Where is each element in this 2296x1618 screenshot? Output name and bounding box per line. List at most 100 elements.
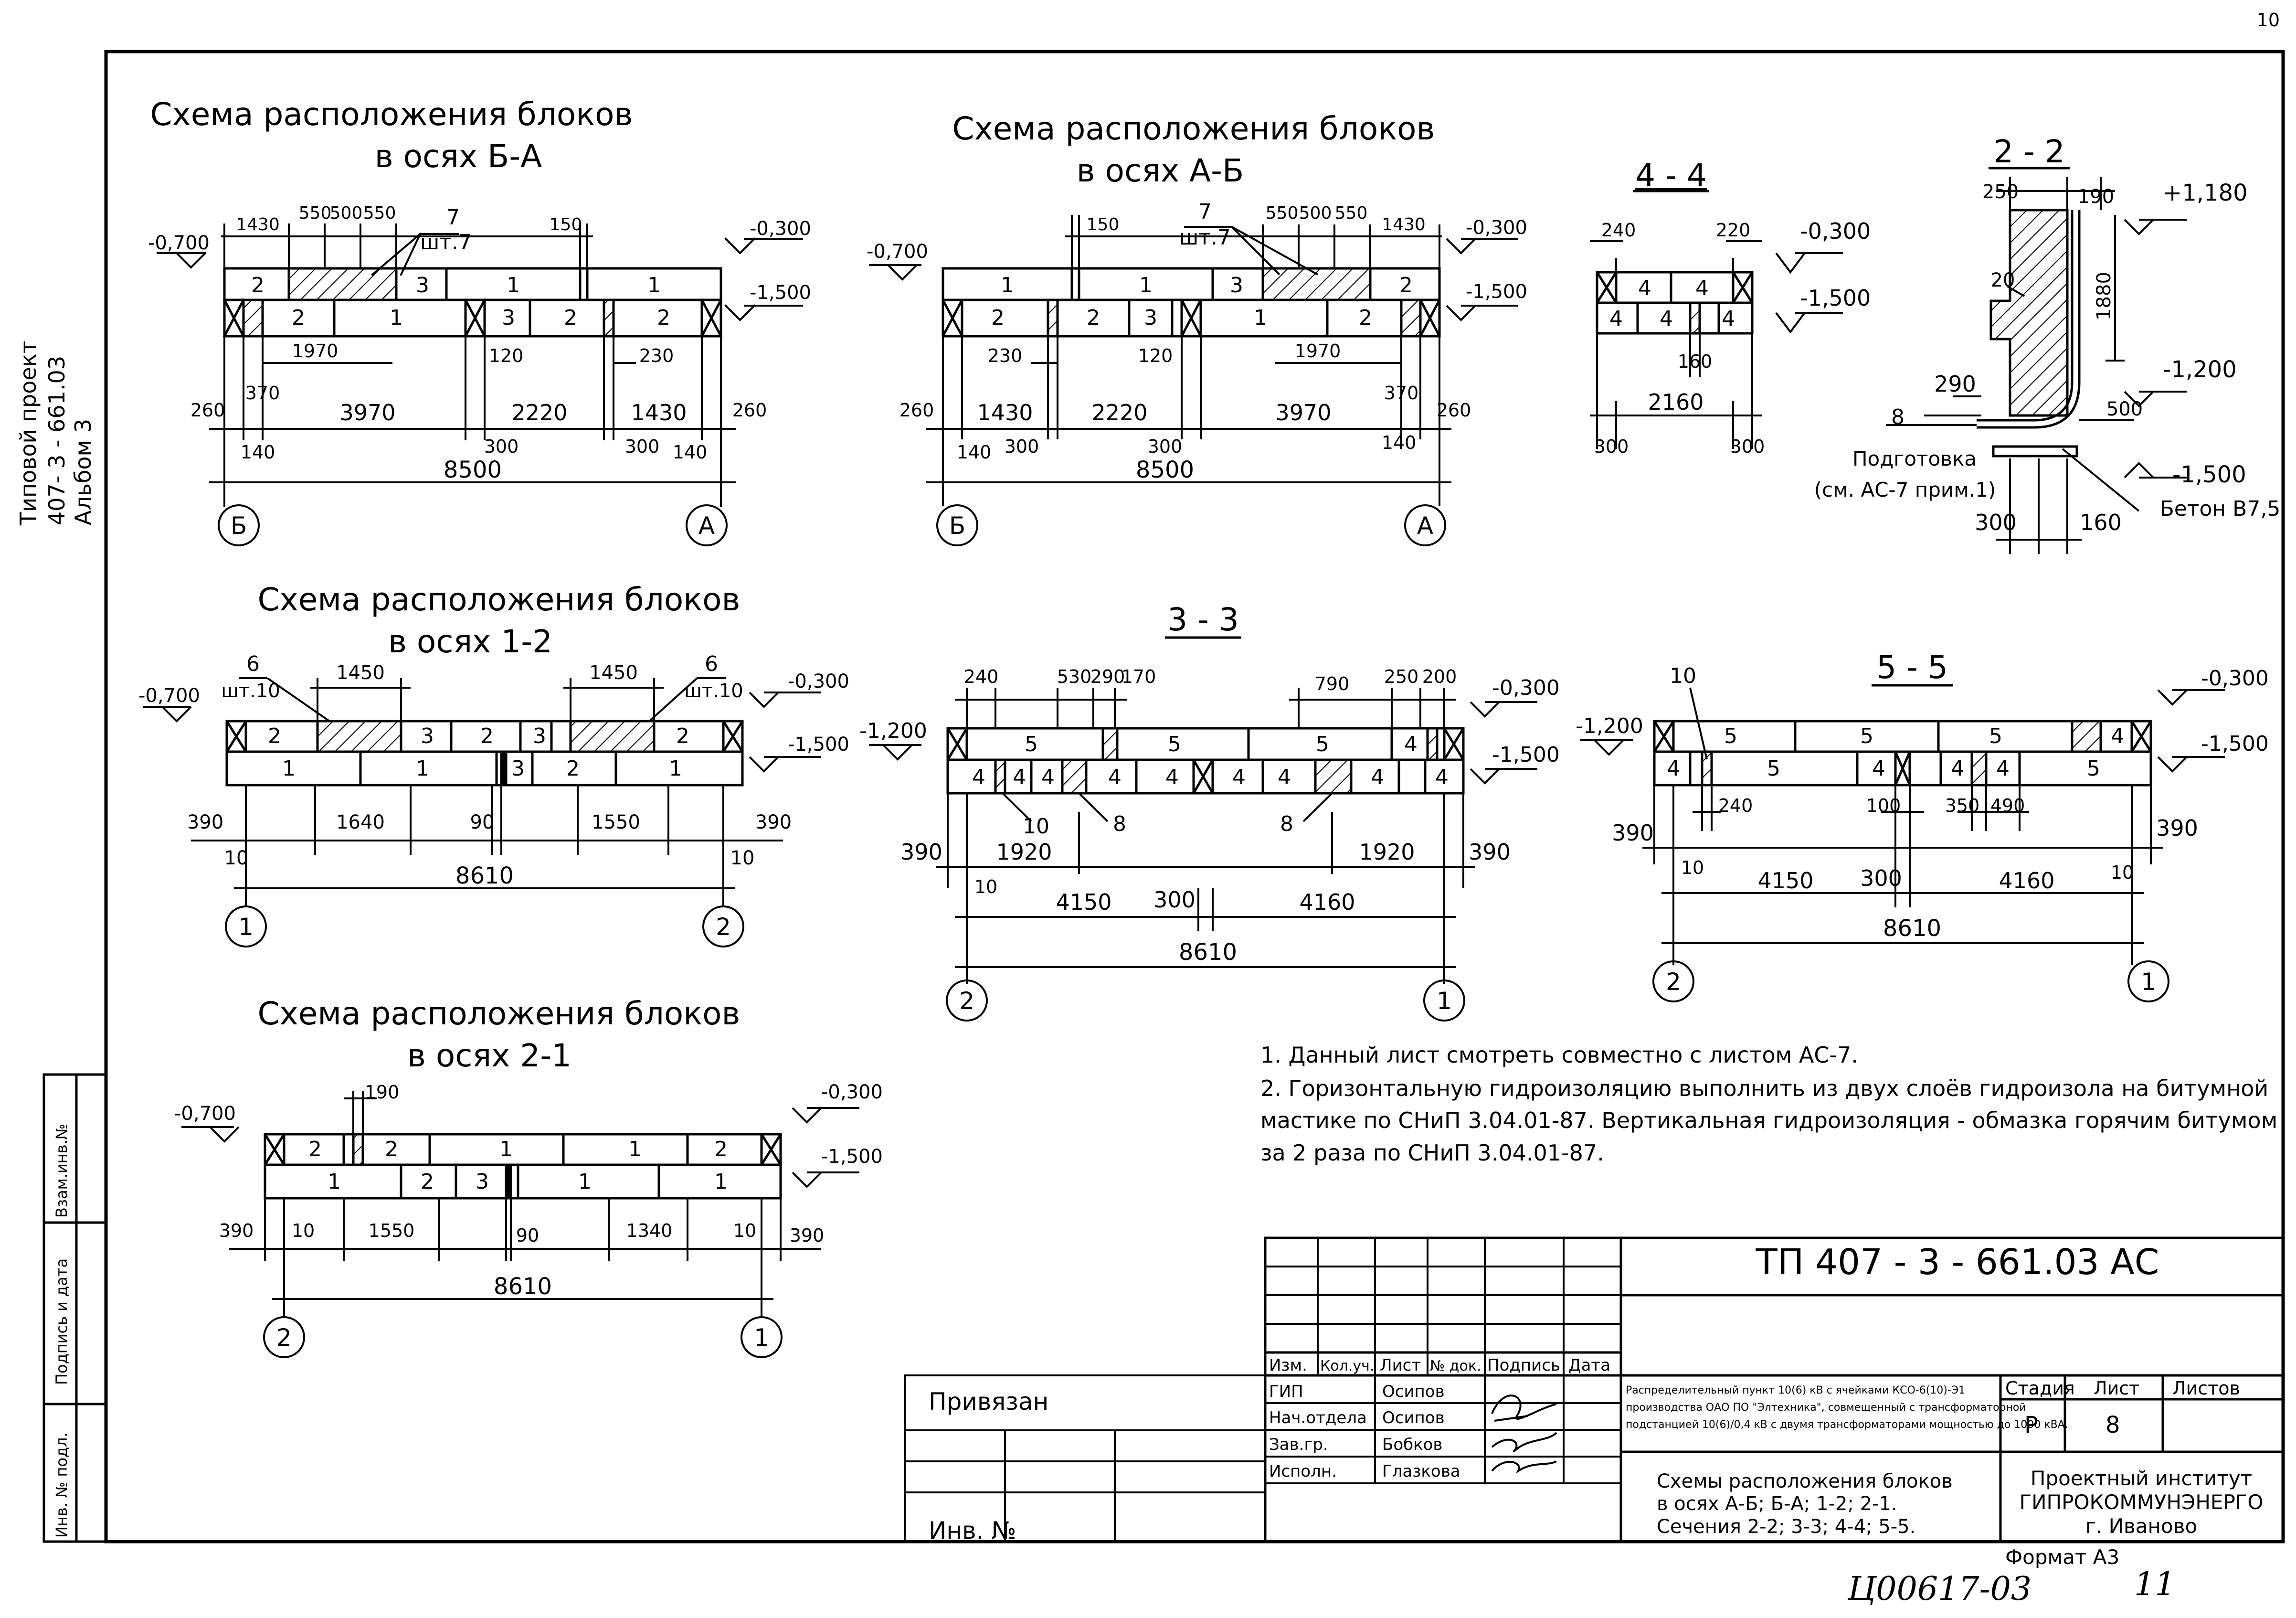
scheme-ab-title1: Схема расположения блоков <box>952 110 1435 147</box>
handwritten-num: 11 <box>2134 1565 2176 1603</box>
ab-r2-b3: 3 <box>1144 306 1157 330</box>
r12-axis-right: 2 <box>716 913 731 941</box>
ab-r1-b3: 3 <box>1230 273 1243 298</box>
s33-dim-t7: 200 <box>1422 666 1457 687</box>
s33-r2-b7: 4 <box>1278 765 1291 789</box>
ab-r2-b2: 2 <box>1087 306 1100 330</box>
s33-dim-t5: 790 <box>1315 673 1350 694</box>
signatures <box>1491 1394 1557 1474</box>
sec44-dim-300b: 300 <box>1730 436 1765 457</box>
tb-object-2: производства ОАО ПО "Элтехника", совмеще… <box>1626 1402 2026 1414</box>
s55-dim-ten2: 10 <box>2111 862 2134 883</box>
r12-r1-b4: 3 <box>533 724 546 748</box>
ba-dim-t1: 1430 <box>236 215 280 234</box>
r21-elev-left: -0,700 <box>174 1103 236 1125</box>
r12-dim-l2: 1640 <box>336 811 385 833</box>
ab-elev-right: -0,300 <box>1466 217 1527 239</box>
s33-dim-t6: 250 <box>1384 666 1419 687</box>
s55-r1-b3: 5 <box>1989 724 2002 748</box>
s55-r2-b3: 4 <box>1872 756 1885 781</box>
s33-dim-b3: 4160 <box>1299 889 1355 915</box>
r12-r1-b2: 3 <box>421 724 434 748</box>
notes: 1. Данный лист смотреть совместно с лист… <box>1260 1042 2277 1166</box>
s33-dim-t4: 170 <box>1122 666 1156 687</box>
title-block <box>1264 1236 2285 1543</box>
note-1: 1. Данный лист смотреть совместно с лист… <box>1260 1042 1858 1068</box>
tb-object-3: подстанцией 10(6)/0,4 кВ с двумя трансфо… <box>1626 1419 2068 1431</box>
sec22-dim-1880: 1880 <box>2093 272 2115 320</box>
ab-dim-t5: 1430 <box>1382 215 1426 234</box>
ab-r1-b2: 1 <box>1139 273 1153 298</box>
sec44-r1-b2: 4 <box>1695 276 1709 300</box>
ab-dim-l6: 260 <box>1437 400 1471 421</box>
ab-r2-b1: 2 <box>991 306 1005 330</box>
s55-r1-b1: 5 <box>1724 724 1737 748</box>
scheme-ba-title1: Схема расположения блоков <box>150 96 633 133</box>
s33-r1-b4: 4 <box>1404 732 1418 756</box>
r21-r1-b5: 2 <box>714 1137 728 1161</box>
tb-name-3: Бобков <box>1382 1435 1442 1454</box>
r21-r2-b5: 1 <box>714 1170 728 1194</box>
s33-dim-l1: 390 <box>900 839 942 865</box>
ba-dim-m2: 120 <box>489 345 524 366</box>
tb-col-ndok: № док. <box>1430 1358 1481 1374</box>
s55-mark: 10 <box>1670 664 1696 688</box>
ab-note-cnt: шт.7 <box>1179 225 1231 250</box>
sec44-r2-b1: 4 <box>1609 307 1623 331</box>
r12-dim-l5: 390 <box>755 811 792 833</box>
ab-dim-l3: 2220 <box>1091 400 1147 426</box>
side-stamp-line1: Типовой проект <box>15 341 41 526</box>
ba-r1-b4: 1 <box>647 273 661 298</box>
ab-r1-b1: 1 <box>1001 273 1014 298</box>
ba-dim-b2: 300 <box>484 436 519 457</box>
ba-r1-b2: 3 <box>416 273 429 298</box>
ba-dim-t2: 550 <box>299 203 332 223</box>
s33-r2-b1: 4 <box>972 765 985 789</box>
s33-dim-t1: 240 <box>964 666 999 687</box>
s55-r2-b4: 4 <box>1951 756 1964 781</box>
s33-elev-top: -0,300 <box>1492 676 1560 700</box>
r12-dim-ten1: 10 <box>224 847 249 869</box>
ba-dim-l1: 260 <box>190 400 225 421</box>
s55-dim-m3: 350 <box>1945 795 1980 816</box>
r21-elev-right: -0,300 <box>821 1081 883 1103</box>
tb-sheet-title-2: в осях А-Б; Б-А; 1-2; 2-1. <box>1657 1493 1897 1515</box>
note-2b: мастике по СНиП 3.04.01-87. Вертикальная… <box>1260 1107 2277 1133</box>
tb-role-1: ГИП <box>1269 1382 1303 1401</box>
ba-dim-b4: 140 <box>673 442 708 463</box>
tb-role-3: Зав.гр. <box>1269 1435 1328 1454</box>
sec44-dim-300a: 300 <box>1594 436 1629 457</box>
ba-dim-t5: 150 <box>550 215 582 234</box>
s33-r2-b5: 4 <box>1165 765 1179 789</box>
section-4-4: 4 - 4 4 4 4 4 4 <box>1590 157 1871 457</box>
sec22-dim-300: 300 <box>1975 510 2017 535</box>
section-3-3: 3 - 3 5 5 5 4 4 4 4 <box>859 601 1560 1022</box>
s55-dim-b2: 300 <box>1860 865 1902 891</box>
s33-r2-b8: 4 <box>1371 765 1384 789</box>
r21-dim-l2: 10 <box>292 1220 315 1241</box>
ba-elev-bottom: -1,500 <box>750 282 811 304</box>
scheme-ba: Схема расположения блоков в осях Б-А 2 3… <box>148 96 811 546</box>
scheme-21: Схема расположения блоков в осях 2-1 2 2… <box>174 995 883 1358</box>
r12-r2-b1: 1 <box>282 756 296 781</box>
s33-dim-b1: 4150 <box>1056 889 1111 915</box>
r12-r1-b1: 2 <box>268 724 281 748</box>
ba-axis-left: Б <box>231 512 247 540</box>
s33-mark2: 8 <box>1113 812 1126 836</box>
r21-axis-right: 1 <box>754 1324 769 1352</box>
s55-dim-m2: 100 <box>1866 795 1901 816</box>
s55-dim-b3: 4160 <box>1999 868 2054 894</box>
r12-dim-t1: 1450 <box>336 662 385 684</box>
r12-note-l-cnt: шт.10 <box>221 680 280 702</box>
r12-elev-right: -0,300 <box>788 671 849 692</box>
ab-dim-t1: 150 <box>1087 215 1120 234</box>
sec44-r2-b3: 4 <box>1722 307 1735 331</box>
r21-dim-l6: 10 <box>733 1220 756 1241</box>
s55-r1-b2: 5 <box>1860 724 1873 748</box>
tb-name-1: Осипов <box>1382 1382 1445 1401</box>
tb-sheet-title-3: Сечения 2-2; 3-3; 4-4; 5-5. <box>1657 1516 1915 1538</box>
s33-r1-b1: 5 <box>1025 732 1038 756</box>
r21-dim-t1: 190 <box>365 1082 400 1103</box>
scheme-12-title1: Схема расположения блоков <box>258 581 741 618</box>
